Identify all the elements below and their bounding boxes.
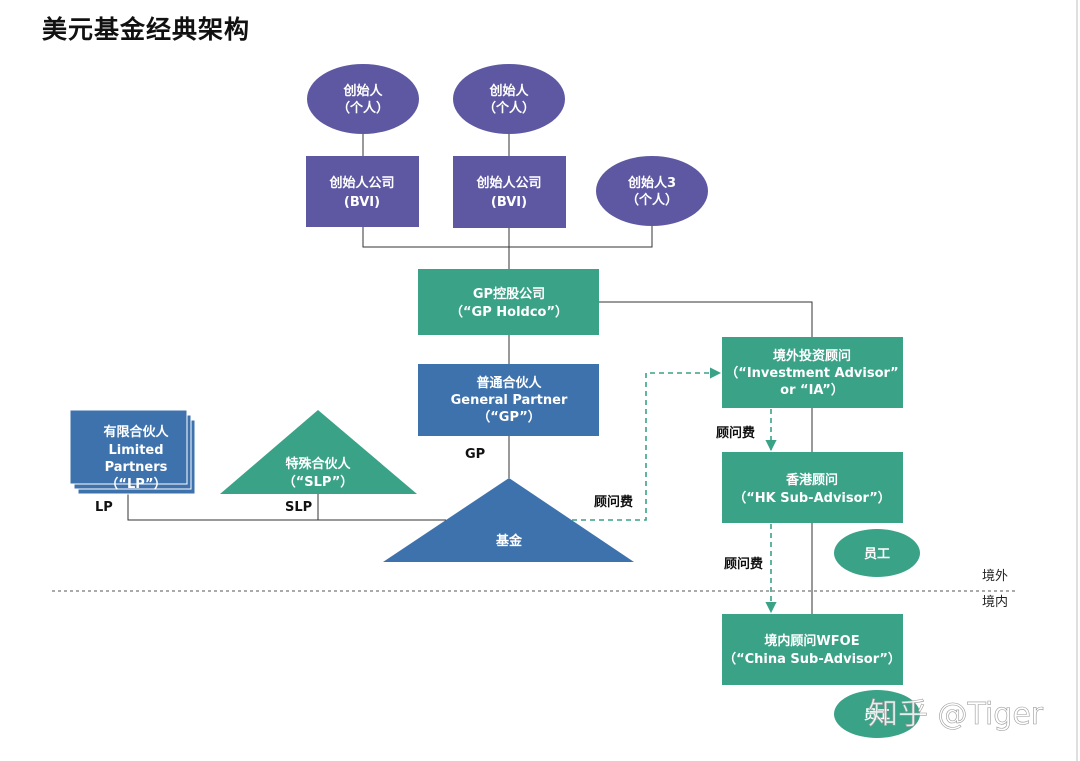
label-offshore: 境外 bbox=[982, 569, 1008, 584]
svg-text:员工: 员工 bbox=[864, 708, 890, 723]
svg-text:创始人: 创始人 bbox=[488, 83, 529, 99]
gp-holdco-node: GP控股公司 （“GP Holdco”） bbox=[418, 269, 599, 335]
svg-text:（“GP Holdco”）: （“GP Holdco”） bbox=[450, 304, 568, 320]
staff-1-node: 员工 bbox=[834, 529, 920, 577]
label-lp: LP bbox=[95, 500, 113, 515]
label-fee-ia-hk: 顾问费 bbox=[716, 425, 755, 441]
svg-text:General Partner: General Partner bbox=[451, 393, 568, 408]
lp-node: 有限合伙人 Limited Partners （“LP”） bbox=[69, 409, 196, 495]
founder-2-node: 创始人 （个人） bbox=[453, 64, 565, 134]
svg-text:（“SLP”）: （“SLP”） bbox=[283, 474, 354, 490]
svg-text:（“Investment Advisor”: （“Investment Advisor” bbox=[725, 365, 898, 381]
svg-text:员工: 员工 bbox=[864, 547, 890, 562]
founder-company-2-node: 创始人公司 (BVI) bbox=[453, 156, 566, 228]
label-onshore: 境内 bbox=[982, 594, 1008, 610]
label-fee-hk-wfoe: 顾问费 bbox=[724, 556, 763, 572]
label-slp: SLP bbox=[285, 500, 312, 515]
fund-node: 基金 bbox=[383, 478, 634, 562]
svg-text:创始人: 创始人 bbox=[342, 83, 383, 99]
svg-text:(BVI): (BVI) bbox=[344, 195, 380, 210]
svg-text:Partners: Partners bbox=[105, 460, 168, 475]
svg-text:香港顾问: 香港顾问 bbox=[785, 472, 838, 488]
arrow-fund-to-ia bbox=[572, 367, 722, 521]
line-holders-bar bbox=[362, 226, 653, 248]
label-gp: GP bbox=[465, 447, 485, 462]
svg-text:普通合伙人: 普通合伙人 bbox=[476, 375, 542, 391]
svg-text:境外投资顾问: 境外投资顾问 bbox=[773, 348, 851, 364]
line-lp-fund bbox=[127, 494, 446, 521]
svg-text:有限合伙人: 有限合伙人 bbox=[103, 424, 169, 440]
svg-text:创始人3: 创始人3 bbox=[627, 175, 676, 191]
svg-text:特殊合伙人: 特殊合伙人 bbox=[285, 456, 351, 472]
svg-text:创始人公司: 创始人公司 bbox=[475, 175, 541, 191]
svg-text:or “IA”）: or “IA”） bbox=[780, 382, 844, 398]
svg-text:基金: 基金 bbox=[495, 533, 523, 549]
staff-2-node: 员工 bbox=[834, 690, 920, 738]
hk-sub-advisor-node: 香港顾问 （“HK Sub-Advisor”） bbox=[722, 452, 903, 523]
founder-company-1-node: 创始人公司 (BVI) bbox=[306, 156, 419, 227]
svg-text:境内顾问WFOE: 境内顾问WFOE bbox=[764, 633, 859, 649]
line-holdco-ia bbox=[598, 301, 813, 337]
founder-1-node: 创始人 （个人） bbox=[307, 64, 419, 134]
connector-lines bbox=[127, 133, 813, 614]
svg-text:创始人公司: 创始人公司 bbox=[328, 175, 394, 191]
fee-arrows bbox=[572, 367, 777, 614]
svg-text:Limited: Limited bbox=[108, 443, 163, 458]
svg-text:（“GP”）: （“GP”） bbox=[477, 409, 541, 425]
svg-text:（个人）: （个人） bbox=[483, 100, 535, 116]
gp-node: 普通合伙人 General Partner （“GP”） bbox=[418, 364, 599, 436]
svg-text:GP控股公司: GP控股公司 bbox=[473, 286, 545, 302]
svg-text:（个人）: （个人） bbox=[337, 100, 389, 116]
svg-text:（个人）: （个人） bbox=[626, 192, 678, 208]
investment-advisor-node: 境外投资顾问 （“Investment Advisor” or “IA”） bbox=[722, 337, 903, 408]
slp-node: 特殊合伙人 （“SLP”） bbox=[220, 410, 417, 494]
svg-text:（“China Sub-Advisor”）: （“China Sub-Advisor”） bbox=[723, 651, 901, 667]
svg-text:(BVI): (BVI) bbox=[491, 195, 527, 210]
page-title: 美元基金经典架构 bbox=[42, 15, 251, 44]
label-fee-fund-ia: 顾问费 bbox=[594, 494, 633, 510]
svg-text:（“HK Sub-Advisor”）: （“HK Sub-Advisor”） bbox=[733, 490, 891, 506]
watermark-text: 知乎 @Tiger bbox=[868, 697, 1044, 732]
svg-text:（“LP”）: （“LP”） bbox=[105, 476, 166, 492]
wfoe-node: 境内顾问WFOE （“China Sub-Advisor”） bbox=[722, 614, 903, 685]
founder-3-node: 创始人3 （个人） bbox=[596, 156, 708, 226]
